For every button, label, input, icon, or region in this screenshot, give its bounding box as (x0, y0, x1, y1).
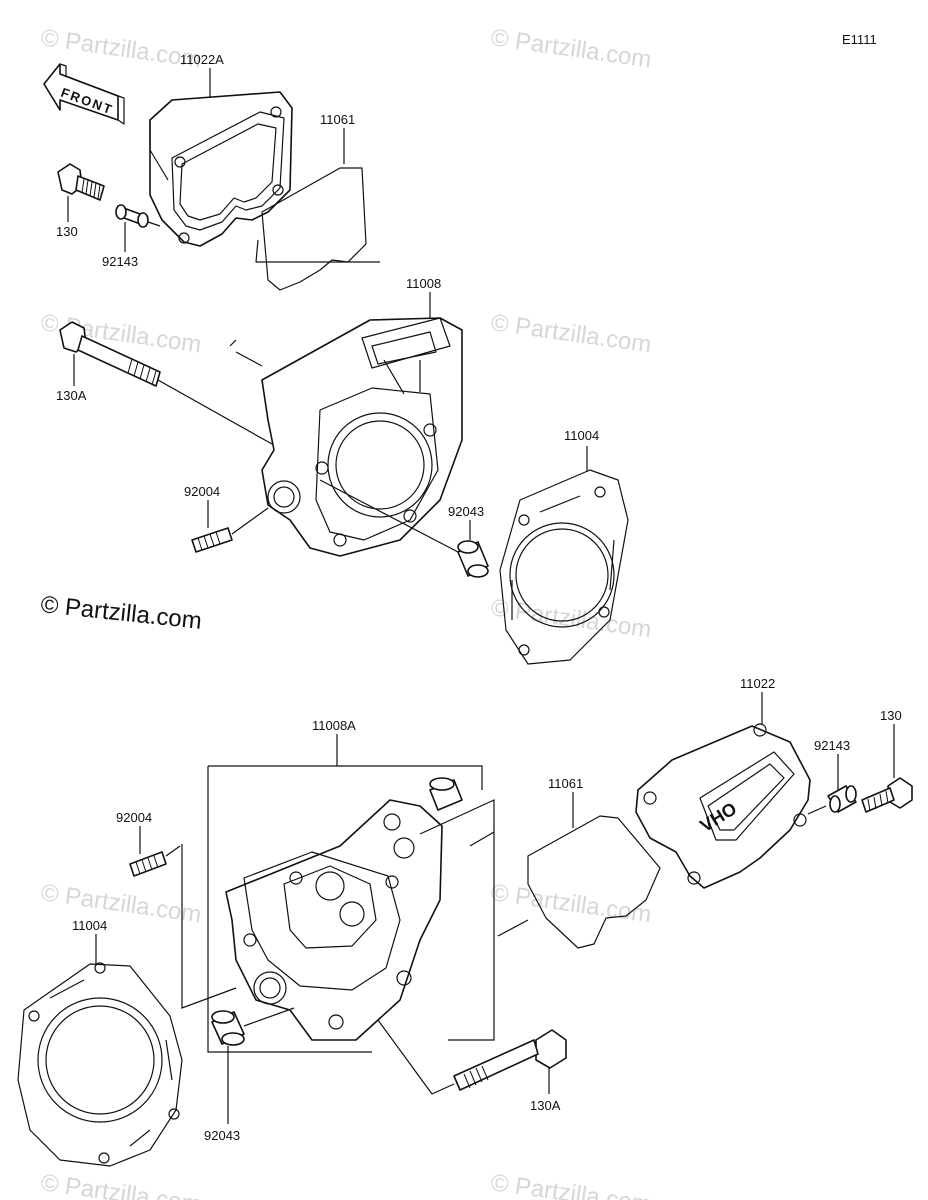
bottom-valve-cover: OHV (635, 723, 811, 889)
top-bolt (57, 163, 105, 201)
label-bottom-head: 11008A (312, 718, 356, 733)
label-top-dowel: 92143 (102, 254, 138, 269)
top-head-gasket (499, 469, 629, 665)
top-stud (191, 507, 269, 553)
bottom-long-bolt (377, 1019, 567, 1095)
top-cover-gasket (255, 167, 380, 291)
bottom-head-gasket (17, 962, 183, 1167)
label-top-cover: 11022A (180, 52, 224, 67)
label-bottom-gasket: 11061 (548, 776, 583, 791)
bottom-head-dowel (211, 1007, 295, 1046)
label-top-long-bolt: 130A (56, 388, 87, 403)
label-top-head-dowel: 92043 (448, 504, 484, 519)
label-top-gasket: 11061 (320, 112, 355, 127)
label-top-head-gasket: 11004 (564, 428, 599, 443)
label-bottom-stud: 92004 (116, 810, 152, 825)
top-valve-cover (149, 91, 293, 247)
bottom-cylinder-head (181, 765, 495, 1053)
bottom-cover-gasket (469, 815, 661, 949)
watermark: © Partzilla.com (489, 1169, 653, 1200)
top-dowel (115, 204, 161, 228)
label-bottom-dowel: 92143 (814, 738, 850, 753)
label-top-stud: 92004 (184, 484, 220, 499)
label-bottom-cover: 11022 (740, 676, 775, 691)
label-top-head: 11008 (406, 276, 441, 291)
label-bottom-head-dowel: 92043 (204, 1128, 240, 1143)
top-long-bolt (59, 321, 273, 445)
label-top-bolt: 130 (56, 224, 78, 239)
bottom-stud (129, 845, 181, 877)
watermark: © Partzilla.com (39, 879, 203, 928)
bottom-bolt (861, 777, 913, 813)
copyright-text: © Partzilla.com (39, 591, 203, 635)
copyright-notice: © Partzilla.com (39, 591, 203, 635)
top-head-dowel (319, 479, 489, 578)
watermark: © Partzilla.com (489, 879, 653, 928)
bottom-dowel (807, 785, 857, 815)
watermark: © Partzilla.com (39, 24, 203, 73)
front-arrow-icon: FRONT (43, 63, 125, 125)
watermark: © Partzilla.com (489, 309, 653, 358)
top-cylinder-head (229, 317, 463, 557)
label-bottom-bolt: 130 (880, 708, 902, 723)
label-bottom-head-gasket: 11004 (72, 918, 107, 933)
watermark: © Partzilla.com (489, 594, 653, 643)
diagram-code: E1111 (842, 32, 877, 47)
label-bottom-long-bolt: 130A (530, 1098, 561, 1113)
watermark: © Partzilla.com (39, 1169, 203, 1200)
watermark: © Partzilla.com (489, 24, 653, 73)
